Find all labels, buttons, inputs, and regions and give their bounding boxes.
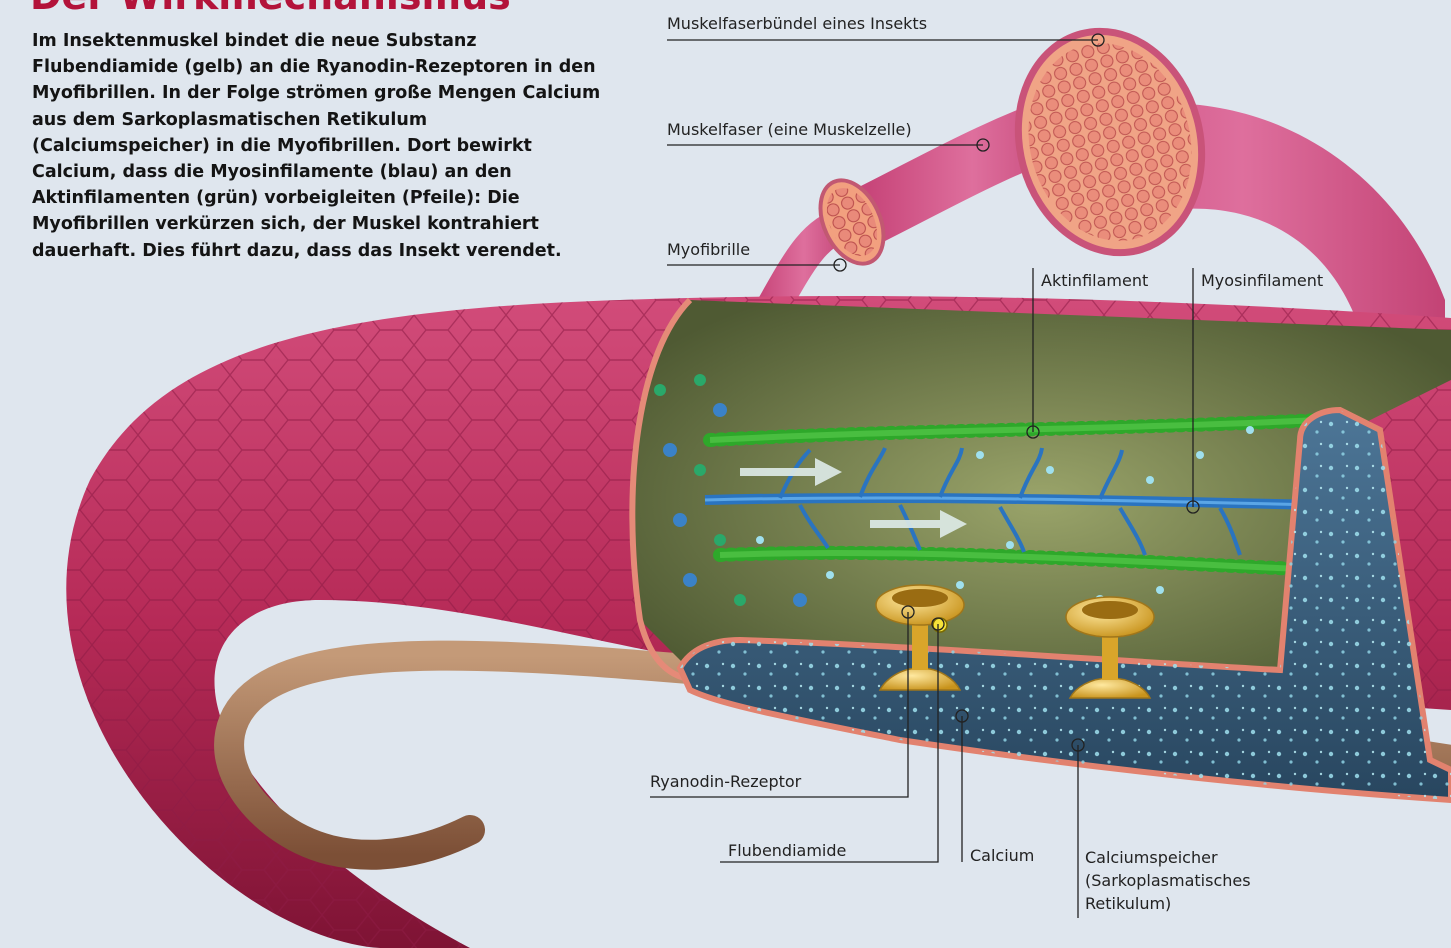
label-ryanodine-receptor: Ryanodin-Rezeptor — [650, 772, 801, 791]
label-calcium: Calcium — [970, 846, 1034, 865]
label-calcium-store: Calciumspeicher (Sarkoplasmatisches Reti… — [1085, 846, 1285, 915]
diagram-description: Im Insektenmuskel bindet die neue Substa… — [32, 28, 602, 264]
label-flubendiamide: Flubendiamide — [728, 841, 846, 860]
label-muscle-fiber-bundle: Muskelfaserbündel eines Insekts — [667, 14, 927, 33]
label-muscle-fiber: Muskelfaser (eine Muskelzelle) — [667, 120, 912, 139]
label-actin-filament: Aktinfilament — [1041, 271, 1148, 290]
diagram-title: Der Wirkmechanismus — [30, 0, 511, 18]
label-myosin-filament: Myosinfilament — [1201, 271, 1323, 290]
label-myofibril: Myofibrille — [667, 240, 750, 259]
